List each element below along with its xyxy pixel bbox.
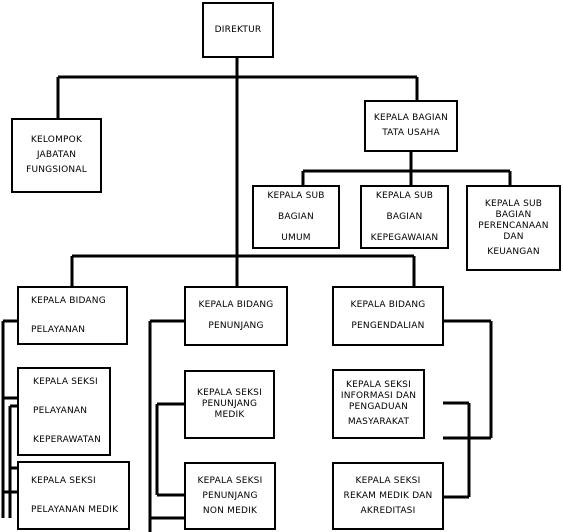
node-seksi-informasi-pengaduan-masyarakat: KEPALA SEKSI INFORMASI DAN PENGADUAN MAS… bbox=[332, 369, 425, 439]
node-kepala-bidang-pelayanan: KEPALA BIDANG PELAYANAN bbox=[17, 286, 128, 345]
node-seksi-penunjang-medik: KEPALA SEKSI PENUNJANG MEDIK bbox=[184, 370, 275, 439]
node-kepala-bidang-penunjang: KEPALA BIDANG PENUNJANG bbox=[184, 286, 288, 346]
node-seksi-penunjang-non-medik: KEPALA SEKSI PENUNJANG NON MEDIK bbox=[184, 462, 276, 530]
node-kepala-bagian-tata-usaha: KEPALA BAGIAN TATA USAHA bbox=[364, 100, 458, 152]
node-seksi-rekam-medik-akreditasi: KEPALA SEKSI REKAM MEDIK DAN AKREDITASI bbox=[332, 462, 444, 530]
node-sub-bagian-umum: KEPALA SUB BAGIAN UMUM bbox=[252, 185, 340, 249]
node-kepala-bidang-pengendalian: KEPALA BIDANG PENGENDALIAN bbox=[332, 286, 444, 346]
node-seksi-pelayanan-medik: KEPALA SEKSI PELAYANAN MEDIK bbox=[17, 461, 130, 530]
node-sub-bagian-perencanaan-keuangan: KEPALA SUB BAGIAN PERENCANAAN DAN KEUANG… bbox=[466, 185, 561, 271]
node-sub-bagian-kepegawaian: KEPALA SUB BAGIAN KEPEGAWAIAN bbox=[360, 185, 449, 249]
node-direktur: DIREKTUR bbox=[202, 2, 274, 58]
node-seksi-pelayanan-keperawatan: KEPALA SEKSI PELAYANAN KEPERAWATAN bbox=[17, 367, 111, 456]
node-kelompok-jabatan-fungsional: KELOMPOK JABATAN FUNGSIONAL bbox=[11, 118, 102, 193]
